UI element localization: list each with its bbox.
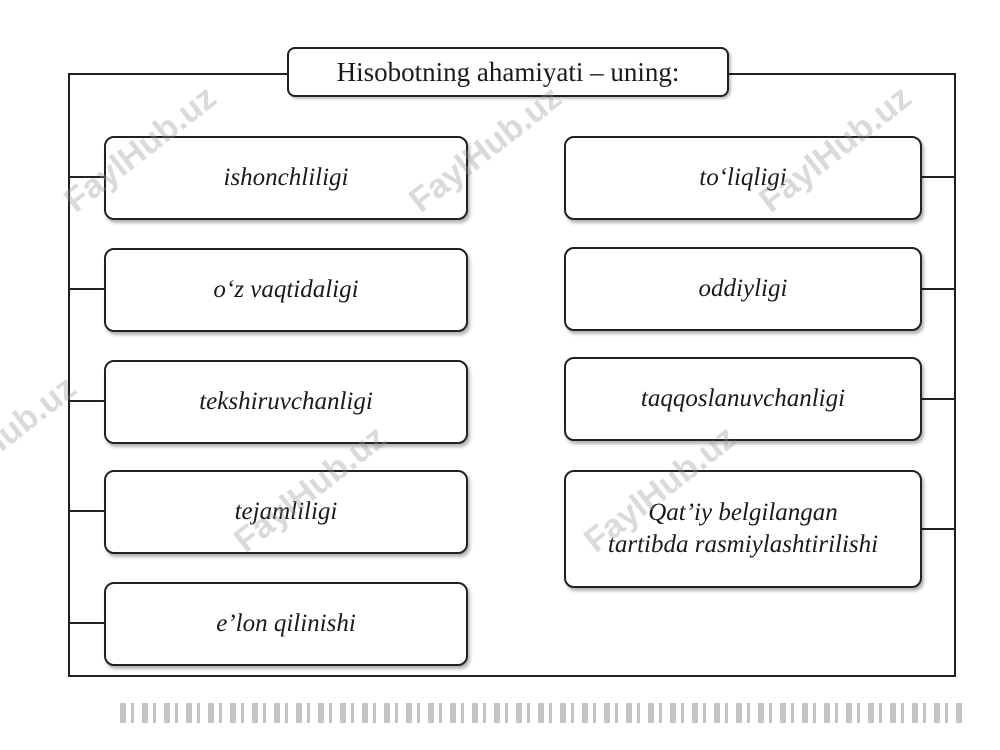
connector-left-1 [69,176,105,178]
item-box-right-4: Qat’iy belgilangan tartibda rasmiylashti… [564,470,922,588]
diagram-title: Hisobotning ahamiyati – uning: [287,47,729,97]
connector-right-1 [921,176,956,178]
item-box-left-4: tejamliligi [104,470,468,554]
item-label: e’lon qilinishi [216,609,356,637]
item-label: to‘liqligi [699,163,787,191]
item-label: Qat’iy belgilangan tartibda rasmiylashti… [607,498,879,559]
item-label: oddiyligi [698,274,788,302]
connector-right-2 [921,288,956,290]
item-label: ishonchliligi [223,163,349,191]
item-label: tekshiruvchanligi [199,387,373,415]
item-box-left-3: tekshiruvchanligi [104,360,468,444]
item-label: taqqoslanuvchanligi [640,384,846,412]
item-label: tejamliligi [234,497,338,525]
item-box-right-1: to‘liqligi [564,136,922,220]
connector-left-3 [69,400,105,402]
cropped-text-line [120,703,965,723]
connector-left-5 [69,622,105,624]
item-box-left-5: e’lon qilinishi [104,582,468,666]
diagram-title-text: Hisobotning ahamiyati – uning: [336,56,680,87]
connector-left-2 [69,288,105,290]
item-label: o‘z vaqtidaligi [213,275,359,303]
item-box-right-3: taqqoslanuvchanligi [564,357,922,441]
item-box-right-2: oddiyligi [564,247,922,331]
connector-right-3 [921,398,956,400]
connector-left-4 [69,510,105,512]
item-box-left-1: ishonchliligi [104,136,468,220]
connector-right-4 [921,528,956,530]
item-box-left-2: o‘z vaqtidaligi [104,248,468,332]
